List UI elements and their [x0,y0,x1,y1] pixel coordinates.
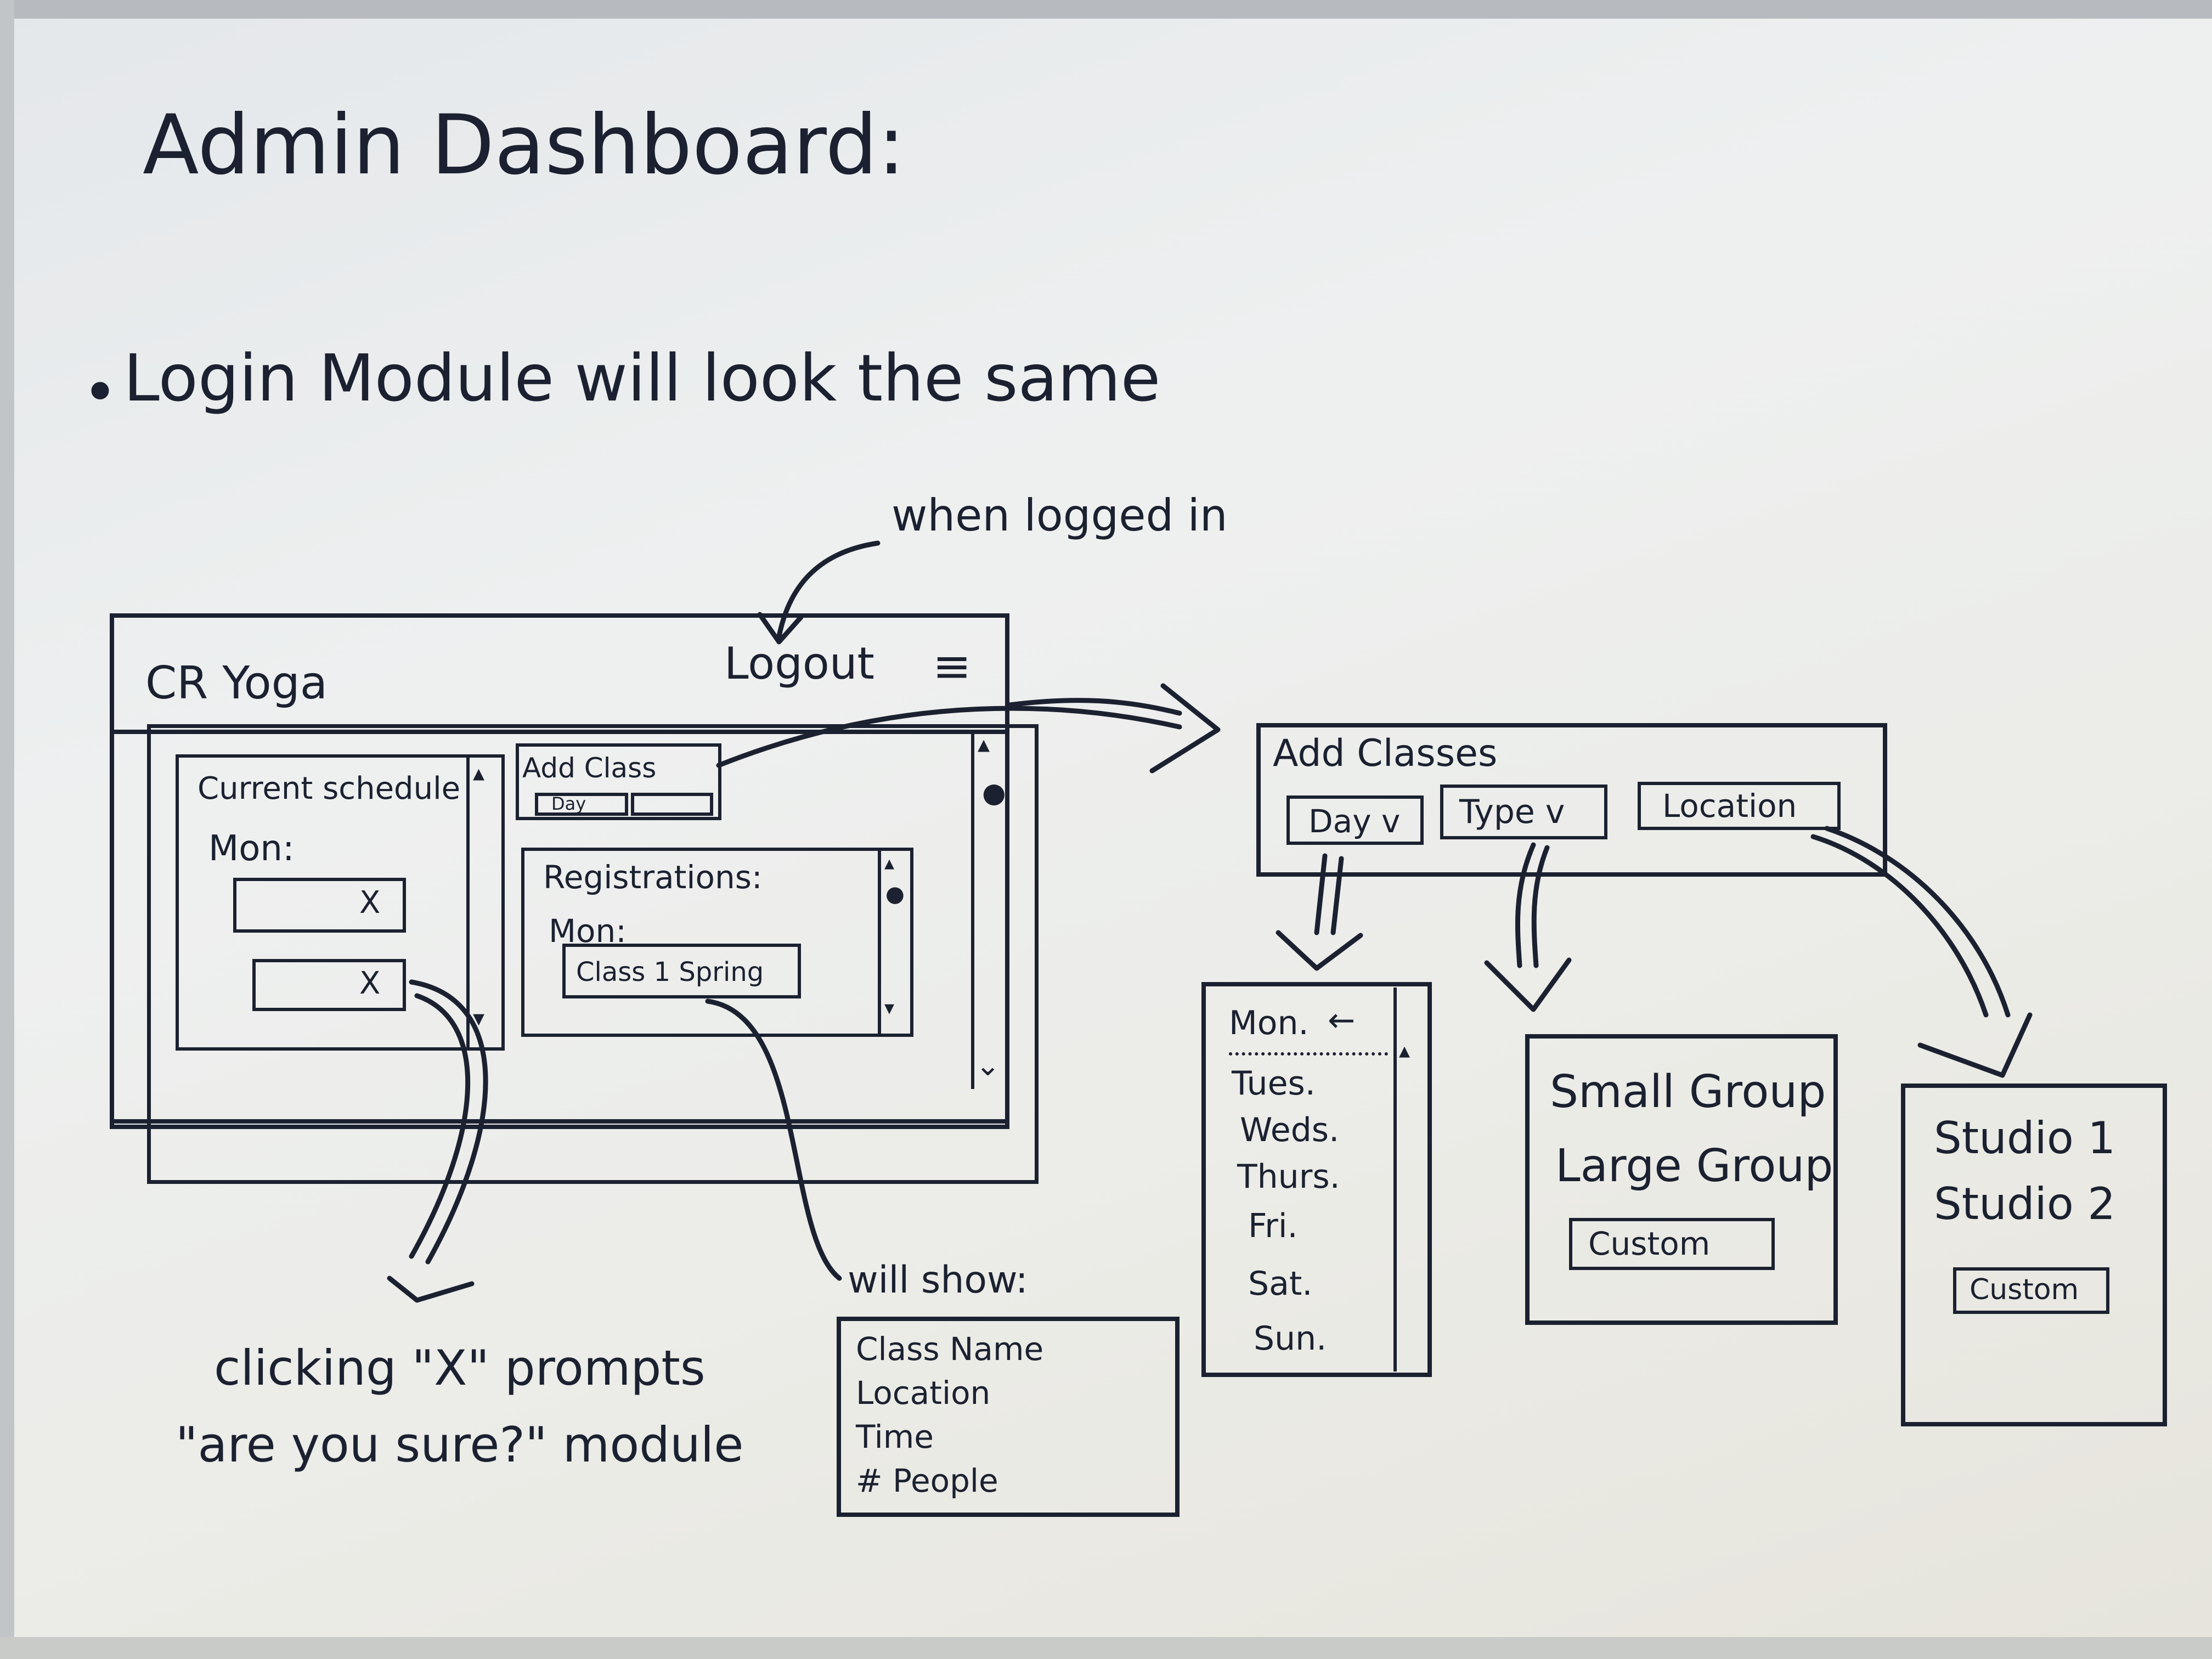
type-option[interactable]: Small Group [1550,1066,1826,1118]
current-schedule-panel [176,754,505,1051]
mockup-main-scrollbar[interactable] [971,732,1001,1089]
day-list-divider [1229,1052,1388,1056]
whiteboard-frame-top [0,0,2212,19]
arrow-type-dropdown-head [1484,957,1572,1012]
location-option[interactable]: Studio 2 [1934,1178,2116,1229]
note-login: Login Module will look the same [123,340,1161,416]
arrow-add-class-to-panel [716,706,1182,768]
location-dropdown-label: Location [1662,787,1797,825]
schedule-scroll-up-icon[interactable]: ▴ [473,759,485,786]
will-show-label: will show: [848,1259,1028,1302]
main-scroll-up-icon[interactable]: ▴ [978,730,990,758]
arrow-location-dropdown [1810,826,2011,1018]
type-dropdown-label: Type v [1459,793,1565,831]
mockup-footer-divider [110,1119,1009,1124]
day-option[interactable]: Tues. [1232,1064,1316,1103]
location-dropdown[interactable] [1638,782,1841,830]
current-schedule-title: Current schedule [198,771,461,806]
schedule-row-delete-button[interactable]: X [359,966,381,1001]
arrow-when-logged-in-head [757,612,804,645]
arrow-add-class-to-panel-2 [1007,698,1182,716]
note-when-logged-in: when logged in [891,490,1228,541]
add-class-title[interactable]: Add Class [522,752,657,784]
mockup-window-shadow [147,724,1039,1184]
add-class-mini-dropdown[interactable] [535,793,628,816]
day-option[interactable]: Thurs. [1237,1158,1340,1196]
location-list-panel [1901,1084,2167,1426]
mockup-brand[interactable]: CR Yoga [145,657,328,709]
arrow-day-dropdown-head [1276,930,1363,971]
type-custom-label: Custom [1588,1225,1711,1262]
current-schedule-scrollbar[interactable] [466,757,501,1048]
will-show-item: # People [856,1462,998,1499]
selected-arrow-icon: ← [1328,1001,1356,1040]
note-clicking-x-line2: "are you sure?" module [176,1417,744,1473]
arrow-when-logged-in [776,540,881,639]
arrow-add-class-head [1149,683,1221,774]
day-option[interactable]: Sun. [1254,1319,1327,1358]
registrations-scroll-thumb[interactable]: ● [885,882,905,907]
arrow-type-dropdown [1515,842,1550,968]
type-dropdown[interactable] [1440,785,1607,839]
add-class-panel [516,743,721,820]
day-list-panel [1201,982,1432,1377]
will-show-item: Time [856,1418,934,1455]
board-title: Admin Dashboard: [143,98,906,193]
schedule-row-delete-button[interactable]: X [359,885,381,921]
schedule-row [233,878,406,933]
registration-item-label: Class 1 Spring [576,957,764,988]
arrow-x-to-note [409,979,488,1265]
main-scroll-thumb[interactable]: ● [982,777,1006,809]
day-list-scrollbar[interactable] [1393,988,1426,1372]
whiteboard-frame-left [0,0,14,1659]
day-option[interactable]: Mon. [1229,1004,1309,1042]
type-list-panel [1525,1034,1838,1325]
location-option[interactable]: Studio 1 [1934,1113,2116,1164]
schedule-row [252,959,406,1011]
type-option[interactable]: Large Group [1555,1140,1833,1192]
day-option[interactable]: Weds. [1240,1111,1340,1149]
day-dropdown[interactable] [1286,795,1424,845]
main-scroll-down-icon[interactable]: ⌄ [975,1048,1001,1082]
arrow-x-to-note-head [387,1276,475,1303]
arrow-location-dropdown-head [1917,1012,2033,1078]
whiteboard-frame-bottom [0,1637,2212,1659]
registrations-scrollbar[interactable] [878,850,911,1034]
arrow-day-dropdown [1314,853,1344,935]
registrations-scroll-up-icon[interactable]: ▴ [884,852,895,874]
add-classes-panel [1256,723,1887,877]
day-dropdown-label: Day v [1308,803,1401,840]
add-classes-title: Add Classes [1273,732,1498,775]
will-show-box [837,1317,1180,1517]
note-clicking-x-line1: clicking "X" prompts [214,1340,706,1396]
mockup-window [110,613,1009,1129]
type-custom-button[interactable] [1569,1218,1775,1270]
day-list-scroll-up-icon[interactable]: ▴ [1399,1038,1410,1063]
registrations-day: Mon: [549,912,627,950]
mockup-header-divider [110,730,1009,734]
add-class-mini-dropdown-2[interactable] [631,793,713,816]
note-login-bullet: • [82,357,118,427]
add-class-mini-dropdown-label: Day [551,793,586,814]
location-custom-button[interactable] [1953,1267,2109,1314]
hamburger-icon[interactable]: ≡ [933,639,972,693]
mockup-logout-link[interactable]: Logout [724,638,874,689]
will-show-item: Class Name [856,1330,1044,1368]
day-option[interactable]: Sat. [1248,1265,1313,1303]
location-custom-label: Custom [1970,1273,2079,1306]
will-show-item: Location [856,1374,991,1412]
registrations-panel [521,848,913,1037]
arrow-registration-to-will-show [705,998,842,1281]
current-schedule-day: Mon: [208,828,295,869]
registrations-title: Registrations: [543,859,763,896]
registrations-scroll-down-icon[interactable]: ▾ [884,997,895,1019]
registration-item[interactable] [562,944,801,998]
day-option[interactable]: Fri. [1248,1207,1298,1245]
